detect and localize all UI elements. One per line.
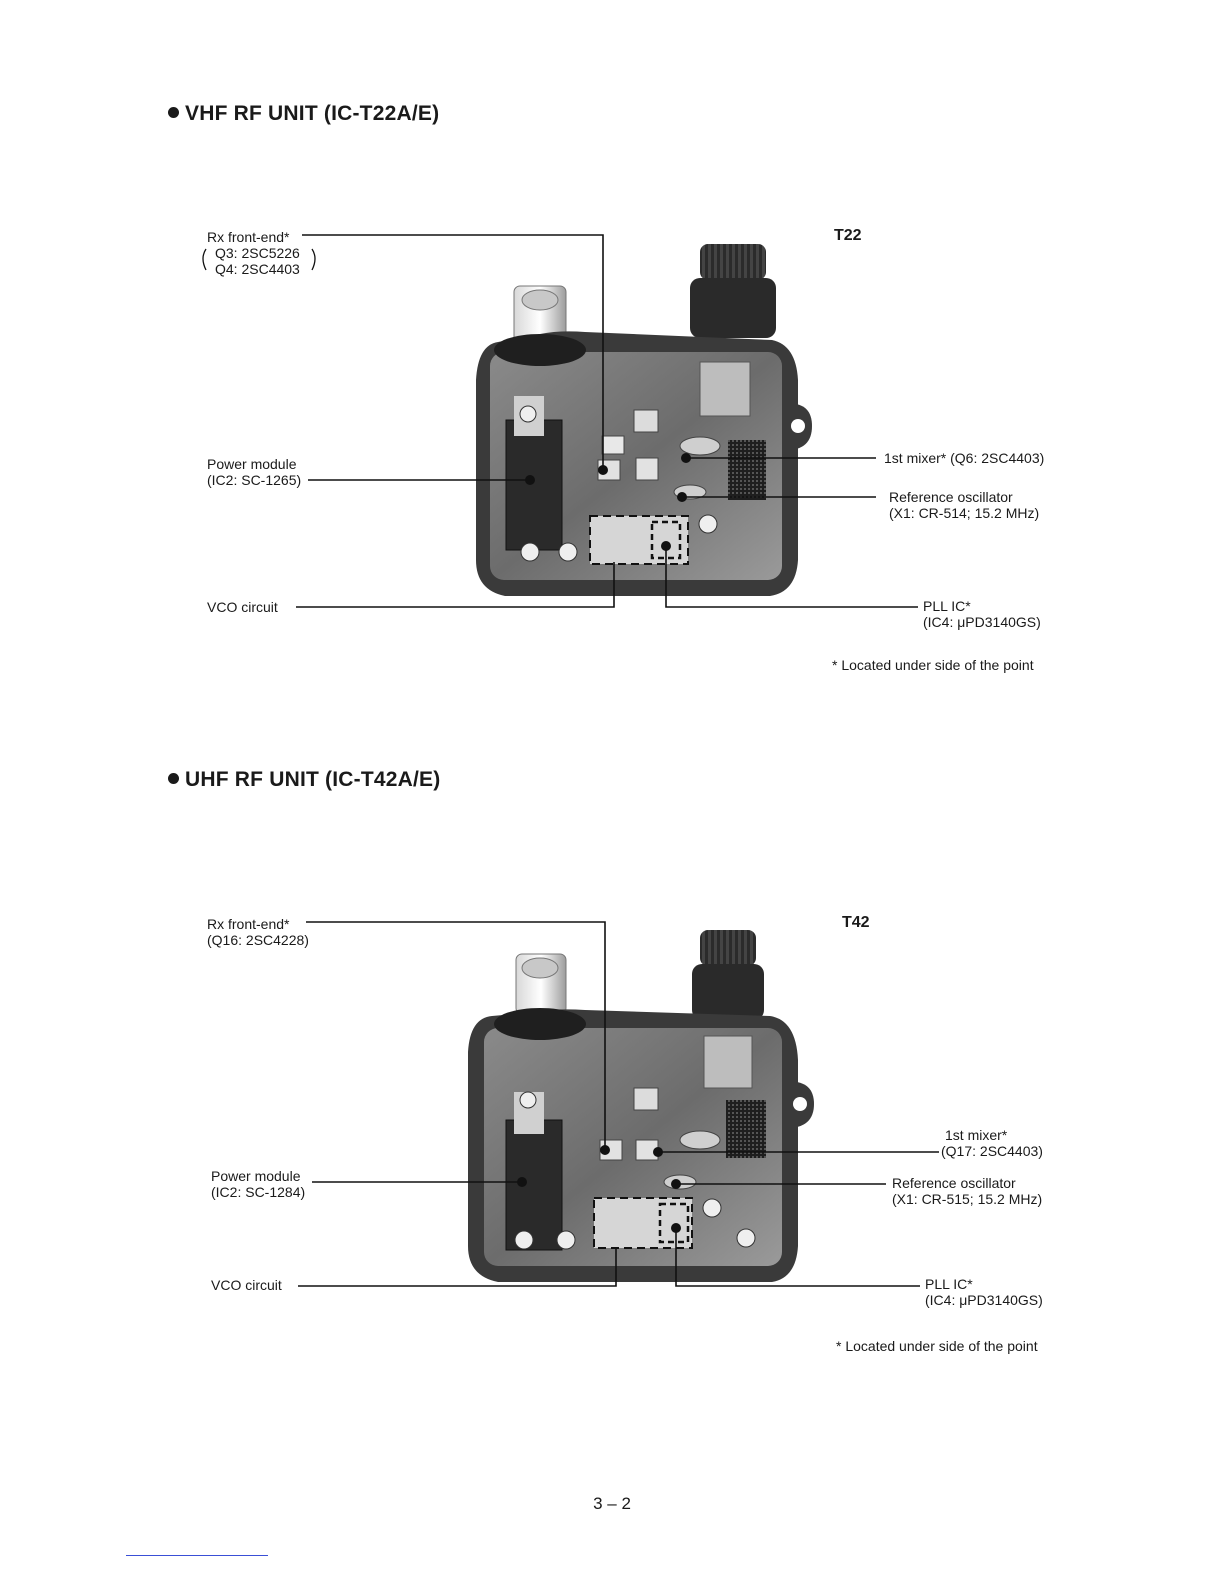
uhf-board-photo (468, 930, 814, 1282)
vco-outline (589, 515, 689, 565)
footnote: * Located under side of the point (836, 1338, 1038, 1354)
section-title: VHF RF UNIT (IC-T22A/E) (185, 102, 440, 125)
pll-outline (658, 1202, 690, 1244)
ref-osc-label: Reference oscillator (X1: CR-515; 15.2 M… (892, 1175, 1042, 1207)
leader-lines-vhf (296, 234, 918, 608)
ic-chip (726, 1100, 766, 1158)
power-module-title: Power module (211, 1168, 301, 1184)
rx-frontend-part-2: Q4: 2SC4403 (215, 261, 300, 277)
ref-osc-title: Reference oscillator (892, 1175, 1016, 1191)
bullet-icon (168, 773, 179, 784)
rx-frontend-label: Rx front-end* Q3: 2SC5226 Q4: 2SC4403 (207, 229, 300, 277)
ref-osc-label: Reference oscillator (X1: CR-514; 15.2 M… (889, 489, 1039, 521)
pll-leader (675, 1230, 920, 1287)
volume-knob (700, 930, 756, 966)
footnote: * Located under side of the point (832, 657, 1034, 673)
vco-label: VCO circuit (211, 1277, 282, 1293)
rx-frontend-leader (302, 234, 604, 468)
pll-leader (665, 548, 918, 608)
leader-lines-uhf (298, 921, 939, 1287)
power-module-detail: (IC2: SC-1265) (207, 472, 302, 488)
rx-frontend-leader (306, 921, 606, 1148)
bullet-icon (168, 107, 179, 118)
power-module-block (505, 419, 563, 551)
rx-frontend-parts: Q3: 2SC5226 Q4: 2SC4403 (209, 245, 300, 277)
power-module-detail: (IC2: SC-1284) (211, 1184, 306, 1200)
power-module-title: Power module (207, 456, 297, 472)
rx-frontend-title: Rx front-end* (207, 916, 290, 932)
rx-frontend-title: Rx front-end* (207, 229, 290, 245)
pll-title: PLL IC* (923, 598, 971, 614)
rx-frontend-detail: (Q16: 2SC4228) (207, 932, 309, 948)
vco-outline (593, 1197, 693, 1249)
footer-rule (126, 1555, 268, 1556)
mixer-title: 1st mixer* (945, 1127, 1008, 1143)
mixer-label: 1st mixer* (Q17: 2SC4403) (941, 1127, 1043, 1159)
ref-osc-detail: (X1: CR-515; 15.2 MHz) (892, 1191, 1043, 1207)
page-number: 3 – 2 (593, 1494, 631, 1513)
section-heading-uhf: UHF RF UNIT (IC-T42A/E) (168, 768, 440, 792)
mixer-detail: (Q17: 2SC4403) (941, 1143, 1043, 1159)
pll-detail: (IC4: μPD3140GS) (925, 1292, 1043, 1308)
pll-label: PLL IC* (IC4: μPD3140GS) (925, 1276, 1043, 1308)
power-module-label: Power module (IC2: SC-1284) (211, 1168, 305, 1200)
ic-chip (728, 440, 766, 500)
mixer-label: 1st mixer* (Q6: 2SC4403) (884, 450, 1045, 466)
ref-osc-title: Reference oscillator (889, 489, 1013, 505)
vco-leader (296, 562, 615, 608)
section-heading-vhf: VHF RF UNIT (IC-T22A/E) (168, 102, 439, 126)
vco-leader (298, 1248, 617, 1287)
bracket-left (202, 248, 207, 271)
pll-outline (650, 520, 682, 560)
section-title: UHF RF UNIT (IC-T42A/E) (185, 768, 441, 791)
bracket-right (311, 248, 316, 271)
power-module-block (505, 1119, 563, 1251)
model-label: T22 (834, 227, 862, 244)
rx-frontend-part-1: Q3: 2SC5226 (215, 245, 300, 261)
ref-osc-detail: (X1: CR-514; 15.2 MHz) (889, 505, 1040, 521)
leader-points-vhf (525, 453, 691, 551)
model-label: T42 (842, 914, 870, 931)
power-module-label: Power module (IC2: SC-1265) (207, 456, 301, 488)
volume-knob (700, 244, 766, 280)
rx-frontend-label: Rx front-end* (Q16: 2SC4228) (207, 916, 309, 948)
pll-title: PLL IC* (925, 1276, 973, 1292)
vco-label: VCO circuit (207, 599, 278, 615)
pll-label: PLL IC* (IC4: μPD3140GS) (923, 598, 1041, 630)
leader-points-uhf (517, 1145, 681, 1233)
pll-detail: (IC4: μPD3140GS) (923, 614, 1041, 630)
vhf-board-photo (476, 244, 812, 596)
